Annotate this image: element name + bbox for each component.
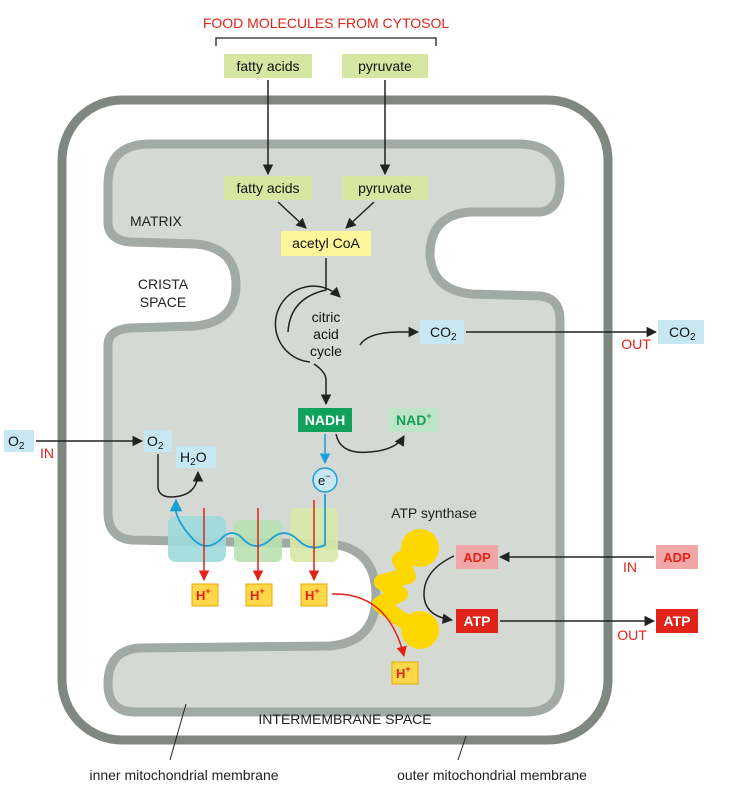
crista-space-label-2: SPACE bbox=[140, 294, 186, 310]
h-plus-box-2 bbox=[245, 583, 273, 607]
pyruvate-top-box bbox=[342, 54, 428, 78]
citric-label-1: citric bbox=[312, 309, 341, 325]
inner-membrane-pointer bbox=[169, 703, 187, 761]
fatty-acids-top-label: fatty acids bbox=[236, 58, 299, 74]
pyruvate-matrix-label: pyruvate bbox=[358, 180, 412, 196]
respiratory-complex-1 bbox=[168, 516, 226, 562]
intermembrane-space-label: INTERMEMBRANE SPACE bbox=[258, 711, 431, 727]
out-atp-label: OUT bbox=[617, 627, 647, 643]
acetyl-to-cycle-arrow bbox=[287, 258, 327, 333]
inner-membrane-label: inner mitochondrial membrane bbox=[89, 767, 278, 783]
nad-plus-box bbox=[388, 408, 438, 432]
atp-synthase-head-top bbox=[401, 529, 439, 567]
pyruvate-matrix-box bbox=[342, 176, 428, 200]
atp-synthase-stalk bbox=[372, 541, 425, 635]
cycle-to-nadh-arrow bbox=[313, 363, 332, 406]
h-plus-box-1 bbox=[191, 583, 219, 607]
adp-to-atp-arrow bbox=[423, 555, 455, 624]
nad-plus-label: NAD+ bbox=[396, 411, 432, 428]
h2o-box bbox=[176, 446, 216, 468]
citric-label-3: cycle bbox=[310, 343, 342, 359]
adp-inner-label: ADP bbox=[463, 550, 491, 565]
fatty-acids-top-box bbox=[224, 54, 312, 78]
h-plus-label-1: H+ bbox=[196, 586, 211, 603]
o2-outer-label: O2 bbox=[8, 433, 25, 452]
acetyl-coa-label: acetyl CoA bbox=[292, 235, 360, 251]
acetyl-coa-box bbox=[281, 231, 371, 256]
adp-inner-box bbox=[456, 545, 498, 569]
co2-outer-box bbox=[658, 320, 704, 344]
electron-circle bbox=[312, 467, 338, 493]
crista-space-label-1: CRISTA bbox=[138, 276, 189, 292]
fatty-acids-matrix-box bbox=[224, 176, 312, 200]
nadh-to-nad-arrow bbox=[335, 433, 405, 454]
food-bracket bbox=[215, 37, 437, 46]
co2-outer-label: CO2 bbox=[669, 324, 696, 343]
electron-transport-path bbox=[169, 494, 326, 549]
matrix-label: MATRIX bbox=[130, 213, 183, 229]
h-plus-label-3: H+ bbox=[305, 586, 320, 603]
proton-flow-arrow bbox=[331, 593, 407, 658]
atp-outer-box bbox=[656, 609, 698, 633]
fatty-acids-matrix-label: fatty acids bbox=[236, 180, 299, 196]
in-o2-label: IN bbox=[40, 445, 54, 461]
co2-inner-box bbox=[420, 320, 464, 344]
h2o-label: H2O bbox=[180, 449, 207, 468]
o2-inner-box bbox=[144, 430, 172, 452]
adp-outer-label: ADP bbox=[663, 550, 691, 565]
citric-label-2: acid bbox=[313, 326, 339, 342]
h-plus-label-4: H+ bbox=[396, 664, 411, 681]
o2-inner-label: O2 bbox=[147, 433, 164, 452]
h-plus-box-3 bbox=[300, 583, 328, 607]
in-adp-label: IN bbox=[623, 559, 637, 575]
atp-inner-box bbox=[456, 609, 498, 633]
atp-synthase-head-bottom bbox=[401, 611, 439, 649]
o2-outer-box bbox=[4, 430, 34, 452]
fatty-to-acetyl-arrow bbox=[277, 201, 307, 229]
atp-inner-label: ATP bbox=[464, 613, 491, 629]
pyruvate-to-acetyl-arrow bbox=[345, 201, 375, 229]
h-plus-box-4 bbox=[391, 661, 419, 685]
citric-acid-cycle-loop bbox=[274, 285, 341, 363]
adp-outer-box bbox=[656, 545, 698, 569]
electron-label: e− bbox=[318, 471, 331, 488]
pyruvate-top-label: pyruvate bbox=[358, 58, 412, 74]
h-plus-label-2: H+ bbox=[250, 586, 265, 603]
food-molecules-label: FOOD MOLECULES FROM CYTOSOL bbox=[203, 15, 450, 31]
o2-to-h2o-arrow bbox=[157, 454, 204, 498]
outer-membrane-label: outer mitochondrial membrane bbox=[397, 767, 587, 783]
co2-inner-label: CO2 bbox=[430, 324, 457, 343]
atp-outer-label: ATP bbox=[664, 613, 691, 629]
out-co2-label: OUT bbox=[621, 336, 651, 352]
nadh-box bbox=[298, 408, 352, 432]
outer-membrane-pointer bbox=[457, 735, 467, 761]
cycle-to-co2-arrow bbox=[359, 326, 420, 346]
atp-synthase-label: ATP synthase bbox=[391, 505, 477, 521]
nadh-label: NADH bbox=[305, 412, 345, 428]
